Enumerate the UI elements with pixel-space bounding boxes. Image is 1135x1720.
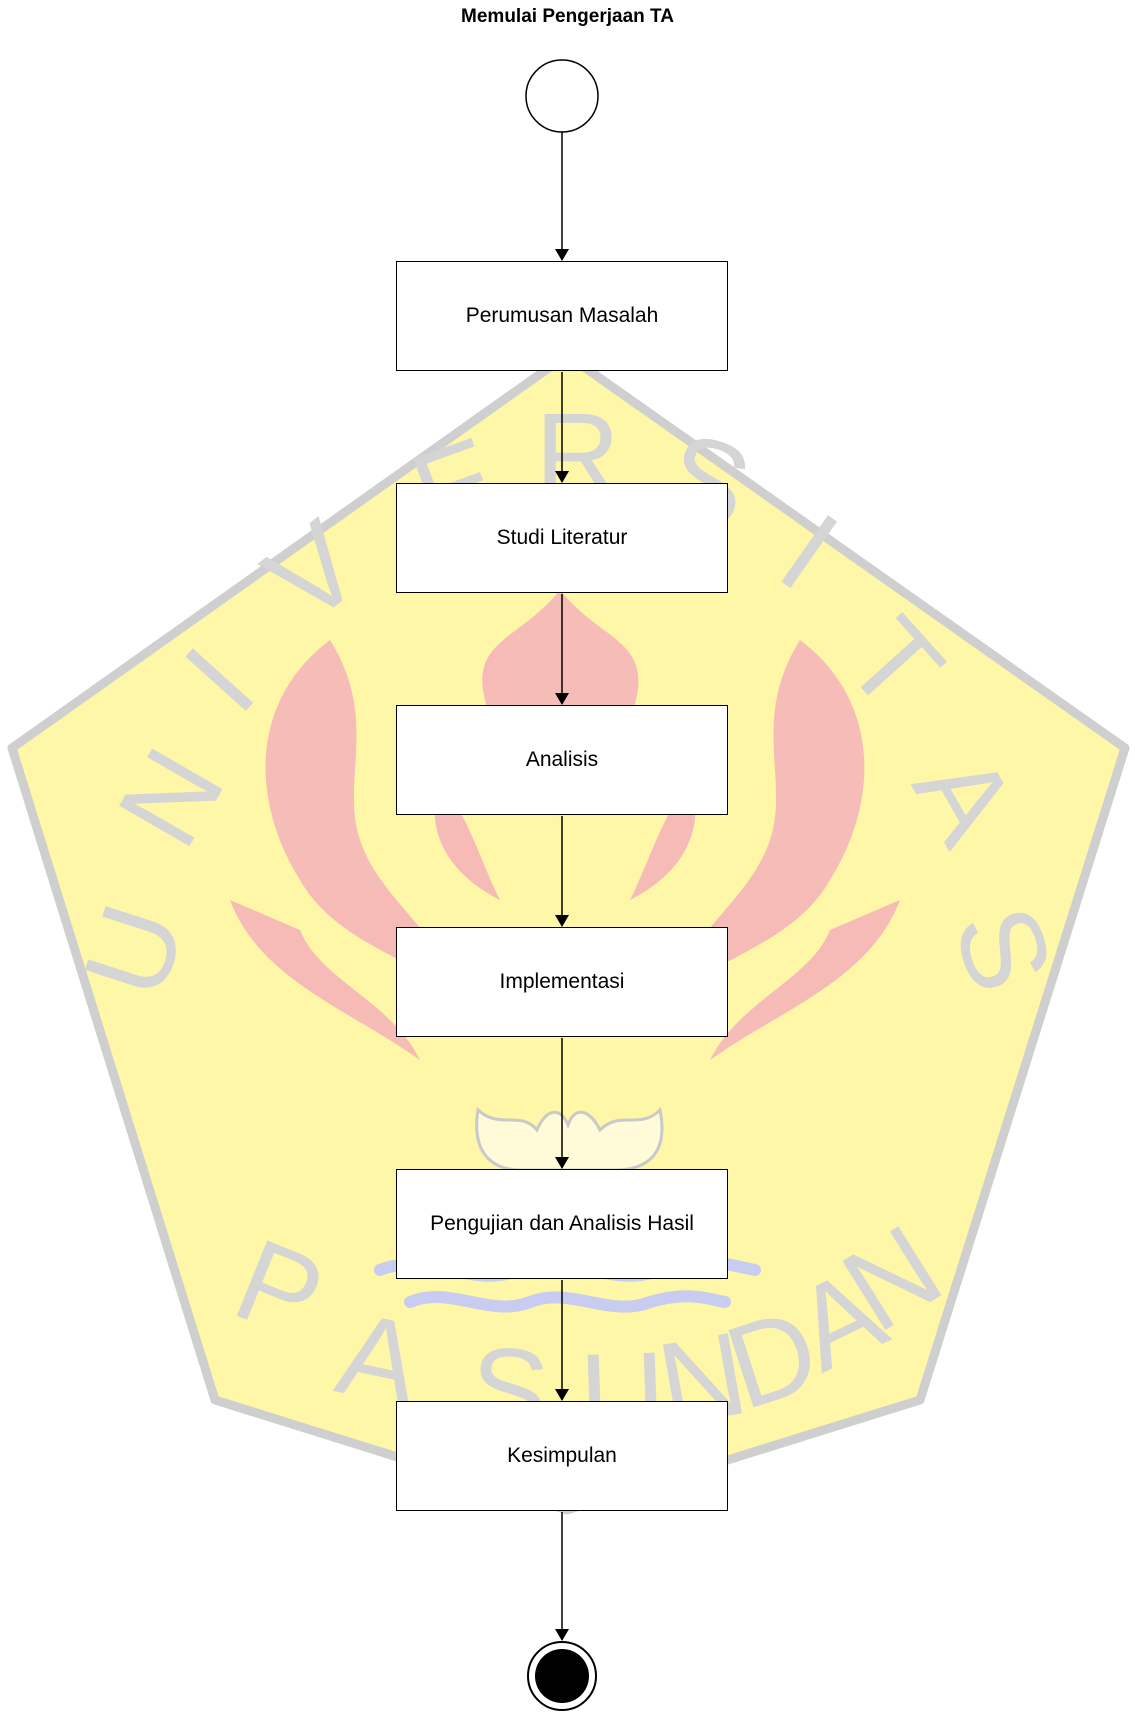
activity-label: Implementasi xyxy=(499,970,625,993)
activity-studi-literatur: Studi Literatur xyxy=(396,483,728,593)
activity-perumusan-masalah: Perumusan Masalah xyxy=(396,261,728,371)
initial-node xyxy=(525,59,599,133)
activity-kesimpulan: Kesimpulan xyxy=(396,1401,728,1511)
activity-pengujian-dan-analisis-hasil: Pengujian dan Analisis Hasil xyxy=(396,1169,728,1279)
activity-label: Pengujian dan Analisis Hasil xyxy=(430,1212,694,1235)
activity-label: Studi Literatur xyxy=(496,526,628,549)
activity-implementasi: Implementasi xyxy=(396,927,728,1037)
activity-label: Perumusan Masalah xyxy=(465,304,659,327)
activity-label: Analisis xyxy=(525,748,599,771)
flame-emblem xyxy=(230,590,900,1060)
final-node xyxy=(527,1641,597,1711)
activity-analisis: Analisis xyxy=(396,705,728,815)
activity-label: Kesimpulan xyxy=(507,1444,617,1467)
diagram-title: Memulai Pengerjaan TA xyxy=(461,6,674,27)
